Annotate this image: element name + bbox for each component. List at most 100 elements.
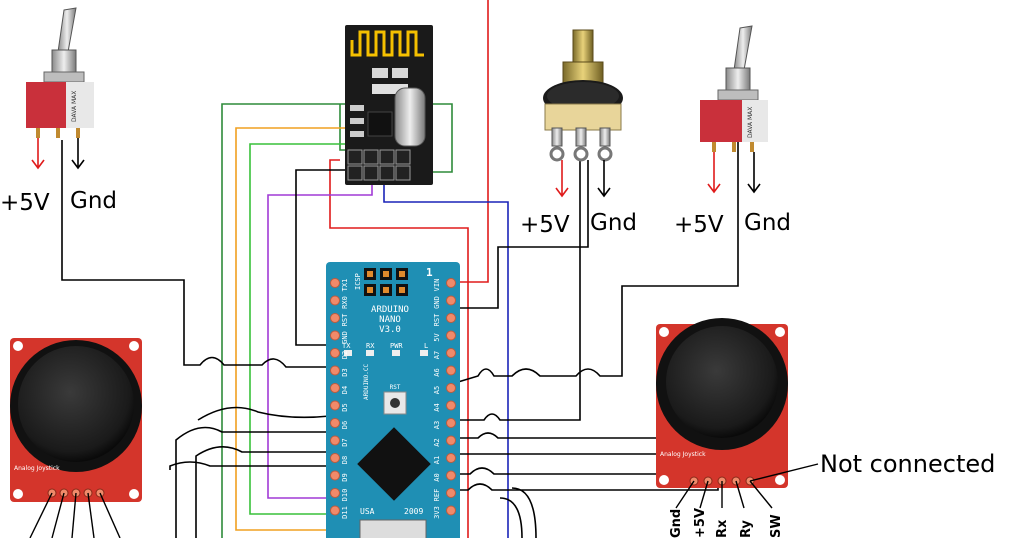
pin-label-right-gnd: GND bbox=[433, 296, 441, 309]
pin-pad-right-5v bbox=[446, 330, 456, 341]
year-label: 2009 bbox=[404, 507, 423, 516]
pin-label-left-gnd: GND bbox=[341, 331, 349, 344]
pin-pad-left-d11 bbox=[330, 505, 340, 516]
arduino-version: V3.0 bbox=[379, 325, 401, 335]
pot-5v-label: +5V bbox=[520, 212, 570, 238]
pin-pad-right-a5 bbox=[446, 383, 456, 393]
switch-left-brand: DAVA MAX bbox=[71, 91, 78, 122]
black-wire-left-joy-2 bbox=[195, 446, 330, 538]
arduino-brand: ARDUINO bbox=[371, 305, 409, 315]
led-l-label: L bbox=[424, 342, 428, 350]
pin-label-left-d2: D2 bbox=[341, 351, 349, 359]
pin-pad-right-a3 bbox=[446, 418, 456, 428]
pin1-label: 1 bbox=[426, 266, 433, 279]
blue-wire bbox=[383, 178, 509, 538]
pin-label-right-a4: A4 bbox=[433, 403, 441, 411]
pin-label-right-rst: RST bbox=[433, 313, 441, 326]
pin-label-right-a0: A0 bbox=[433, 473, 441, 481]
pot-arrows bbox=[555, 160, 611, 198]
black-wire-left-joy-1 bbox=[175, 426, 330, 538]
switch-left-gnd-label: Gnd bbox=[70, 188, 117, 214]
not-connected-label: Not connected bbox=[820, 450, 995, 478]
pin-label-right-vin: VIN bbox=[433, 279, 441, 292]
pin-label-left-d7: D7 bbox=[341, 438, 349, 446]
switch-right-5v-label: +5V bbox=[674, 212, 724, 238]
icsp-label: ICSP bbox=[354, 273, 362, 290]
pin-pad-right-a0 bbox=[446, 470, 456, 481]
arduino-model: NANO bbox=[379, 315, 401, 325]
black-wire-j2-b bbox=[499, 497, 523, 538]
pin-pad-right-gnd bbox=[446, 295, 456, 306]
purple-wire bbox=[267, 178, 373, 499]
pin-pad-right-rst bbox=[446, 313, 456, 323]
arduino-nano: ARDUINO NANO V3.0 ICSP 1 TX RX PWR L RST… bbox=[326, 262, 460, 538]
pin-label-left-rst: RST bbox=[341, 313, 349, 326]
joystick-left: Analog Joystick bbox=[10, 338, 142, 538]
nrf24-module bbox=[345, 25, 433, 185]
pin-pad-left-d10 bbox=[330, 488, 340, 498]
switch-right-gnd-label: Gnd bbox=[744, 210, 791, 236]
pin-label-left-rx0: RX0 bbox=[341, 296, 349, 309]
black-wire-switch-left bbox=[61, 140, 330, 368]
pin-pad-left-d2 bbox=[330, 348, 340, 358]
pin-pad-left-d5 bbox=[330, 400, 340, 411]
pin-label-right-a2: A2 bbox=[433, 438, 441, 446]
led-rx-label: RX bbox=[366, 342, 375, 350]
black-wire-a1 bbox=[458, 467, 701, 475]
pin-pad-left-gnd bbox=[330, 330, 340, 341]
joystick-pin-sw: SW bbox=[769, 514, 784, 538]
pin-label-right-ref: REF bbox=[433, 489, 441, 502]
joystick-right: Analog Joystick Gnd +5V Rx Ry SW bbox=[656, 318, 819, 538]
black-wire-a0 bbox=[458, 483, 719, 491]
joystick-pin-5v: +5V bbox=[693, 508, 708, 538]
pin-pad-right-a1 bbox=[446, 453, 456, 463]
potentiometer bbox=[543, 29, 623, 162]
pin-pad-left-d3 bbox=[330, 365, 340, 376]
pin-label-right-3v3: 3V3 bbox=[433, 506, 441, 519]
pin-label-right-a3: A3 bbox=[433, 421, 441, 429]
switch-left-arrows bbox=[31, 138, 85, 170]
pin-label-left-d8: D8 bbox=[341, 456, 349, 464]
pin-label-right-a1: A1 bbox=[433, 456, 441, 464]
joystick-pin-rx: Rx bbox=[715, 519, 730, 538]
switch-right-brand: DAVA MAX bbox=[747, 107, 754, 138]
pin-pad-left-d8 bbox=[330, 453, 340, 463]
pin-label-left-d11: D11 bbox=[341, 506, 349, 519]
toggle-switch-left: DAVA MAX bbox=[26, 7, 94, 138]
pin-label-right-a7: A7 bbox=[433, 351, 441, 359]
pin-label-right-a6: A6 bbox=[433, 368, 441, 376]
pin-label-left-d10: D10 bbox=[341, 489, 349, 502]
pin-pad-right-vin bbox=[446, 278, 456, 288]
black-wire-gnd-pot bbox=[458, 160, 589, 309]
pot-gnd-label: Gnd bbox=[590, 210, 637, 236]
usa-label: USA bbox=[360, 507, 375, 516]
pin-pad-left-d6 bbox=[330, 418, 340, 428]
pin-pad-left-d4 bbox=[330, 383, 340, 393]
led-tx-label: TX bbox=[342, 342, 351, 350]
pin-pad-left-rx0 bbox=[330, 295, 340, 306]
black-wire-pot-wiper bbox=[458, 160, 581, 421]
pin-label-left-d4: D4 bbox=[341, 386, 349, 394]
black-wire-left-joy-4 bbox=[169, 461, 330, 470]
pin-label-right-5v: 5V bbox=[433, 333, 441, 342]
pin-pad-right-a4 bbox=[446, 400, 456, 411]
pin-pad-left-d9 bbox=[330, 470, 340, 481]
red-wire-vin bbox=[458, 0, 489, 283]
pin-pad-left-tx1 bbox=[330, 278, 340, 288]
pin-pad-right-a2 bbox=[446, 435, 456, 446]
pin-pad-right-a6 bbox=[446, 365, 456, 376]
pin-label-right-a5: A5 bbox=[433, 386, 441, 394]
toggle-switch-right: DAVA MAX bbox=[700, 25, 768, 152]
pin-pad-right-ref bbox=[446, 488, 456, 498]
pin-label-left-d5: D5 bbox=[341, 403, 349, 411]
switch-left-5v-label: +5V bbox=[0, 190, 50, 216]
pin-pad-right-a7 bbox=[446, 348, 456, 358]
black-wire-switch-right bbox=[457, 140, 739, 383]
black-wire-j2-a bbox=[511, 487, 537, 538]
joystick-left-caption: Analog Joystick bbox=[14, 465, 60, 472]
joystick-pin-gnd: Gnd bbox=[669, 509, 684, 538]
arduino-cc-label: ARDUINO.CC bbox=[363, 363, 370, 400]
pin-label-left-d9: D9 bbox=[341, 473, 349, 481]
led-pwr-label: PWR bbox=[390, 342, 403, 350]
